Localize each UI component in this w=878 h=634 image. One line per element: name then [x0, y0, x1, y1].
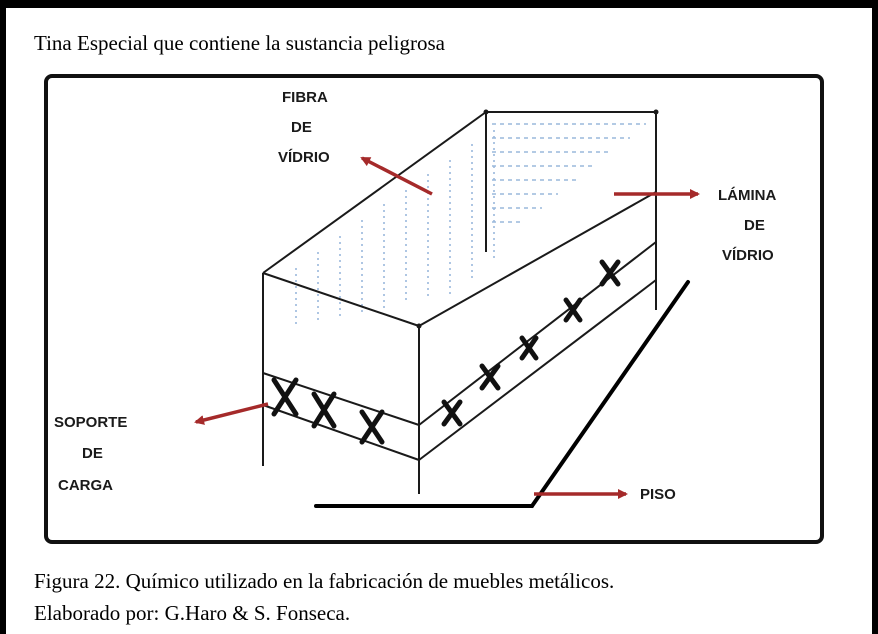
figure-caption: Figura 22. Químico utilizado en la fabri…: [34, 565, 614, 629]
label-lamina-line1: LÁMINA: [718, 187, 776, 204]
arrow-fibra: [360, 156, 433, 196]
figure-title: Tina Especial que contiene la sustancia …: [34, 31, 445, 55]
label-soporte-line1: SOPORTE: [54, 414, 127, 431]
back-wall-hatching: [492, 123, 646, 223]
caption-line-figure: Figura 22. Químico utilizado en la fabri…: [34, 569, 615, 593]
label-arrows: [194, 156, 700, 499]
tank-diagram: FIBRA DE VÍDRIO LÁMINA DE VÍDRIO SOPORTE…: [44, 74, 824, 544]
label-piso: PISO: [640, 486, 676, 503]
label-soporte-line2: DE: [82, 445, 103, 462]
label-lamina-line3: VÍDRIO: [722, 247, 774, 264]
fiberglass-hatching: [295, 130, 495, 324]
arrow-soporte: [194, 402, 269, 425]
label-fibra-line2: DE: [291, 119, 312, 136]
tank-outline: [262, 111, 657, 494]
caption-line-author: Elaborado por: G.Haro & S. Fonseca.: [34, 601, 351, 625]
label-lamina-line2: DE: [744, 217, 765, 234]
figure-image: FIBRA DE VÍDRIO LÁMINA DE VÍDRIO SOPORTE…: [34, 62, 830, 554]
label-fibra-line1: FIBRA: [282, 89, 328, 106]
corner-dots: [416, 109, 659, 329]
label-fibra-line3: VÍDRIO: [278, 149, 330, 166]
diagram-labels: FIBRA DE VÍDRIO LÁMINA DE VÍDRIO SOPORTE…: [54, 89, 776, 503]
support-cross-marks: [271, 259, 621, 445]
label-soporte-line3: CARGA: [58, 477, 113, 494]
floor-line: [314, 280, 690, 508]
diagram-border: [44, 74, 824, 544]
